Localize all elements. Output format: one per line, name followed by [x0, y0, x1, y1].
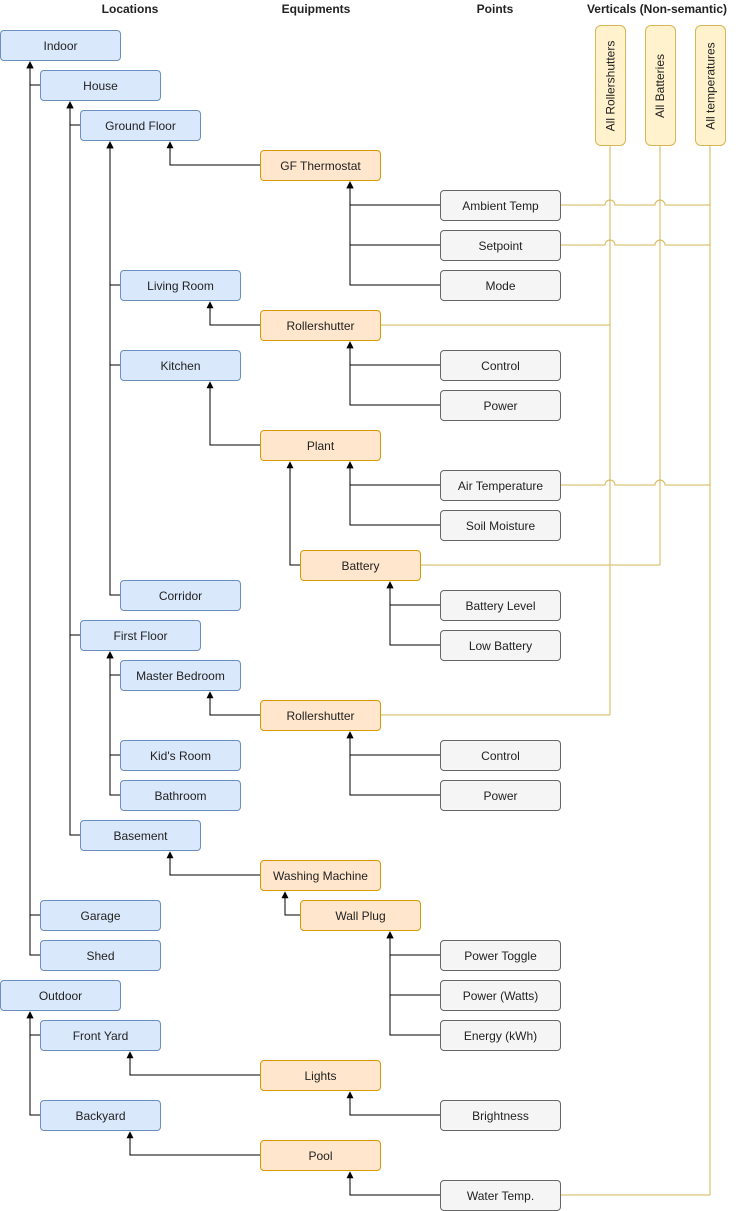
vertical-all-temperatures[interactable]: All temperatures — [695, 25, 726, 146]
hierarchy-links — [26, 61, 440, 1196]
link-ambient-temp-to-temperatures — [561, 199, 710, 206]
link-bathroom-firstfloor — [106, 651, 120, 796]
link-brightness-lights — [346, 1091, 440, 1116]
point-control-ff[interactable]: Control — [440, 740, 561, 771]
link-wallplug-washingmachine — [281, 891, 300, 916]
link-backyard-outdoor — [26, 1011, 40, 1116]
location-shed[interactable]: Shed — [40, 940, 161, 971]
point-water-temp[interactable]: Water Temp. — [440, 1180, 561, 1211]
link-garage-indoor — [26, 61, 40, 916]
point-power-ff[interactable]: Power — [440, 780, 561, 811]
link-control-rollershutter-gf — [346, 341, 440, 366]
link-lights-frontyard — [126, 1051, 260, 1076]
vertical-all-batteries[interactable]: All Batteries — [645, 25, 676, 146]
location-garage[interactable]: Garage — [40, 900, 161, 931]
header-locations: Locations — [101, 2, 159, 16]
vertical-all-rollershutters[interactable]: All Rollershutters — [595, 25, 626, 146]
location-corridor[interactable]: Corridor — [120, 580, 241, 611]
location-ground-floor[interactable]: Ground Floor — [80, 110, 201, 141]
link-masterbedroom-firstfloor — [106, 651, 120, 676]
location-front-yard[interactable]: Front Yard — [40, 1020, 161, 1051]
header-equipments: Equipments — [281, 2, 351, 16]
location-backyard[interactable]: Backyard — [40, 1100, 161, 1131]
location-bathroom[interactable]: Bathroom — [120, 780, 241, 811]
point-power-gf[interactable]: Power — [440, 390, 561, 421]
link-ambienttemp-thermostat — [346, 181, 440, 206]
link-plant-kitchen — [206, 381, 260, 446]
link-shed-indoor — [26, 61, 40, 956]
location-basement[interactable]: Basement — [80, 820, 201, 851]
link-soilmoisture-plant — [346, 461, 440, 526]
link-power-rollershutter-gf — [346, 341, 440, 406]
equipment-gf-thermostat[interactable]: GF Thermostat — [260, 150, 381, 181]
equipment-battery[interactable]: Battery — [300, 550, 421, 581]
link-thermostat-groundfloor — [166, 141, 260, 166]
location-first-floor[interactable]: First Floor — [80, 620, 201, 651]
link-house-indoor — [26, 61, 40, 86]
point-low-battery[interactable]: Low Battery — [440, 630, 561, 661]
location-kids-room[interactable]: Kid's Room — [120, 740, 241, 771]
location-living-room[interactable]: Living Room — [120, 270, 241, 301]
point-brightness[interactable]: Brightness — [440, 1100, 561, 1131]
link-power-rollershutter-ff — [346, 731, 440, 796]
location-master-bedroom[interactable]: Master Bedroom — [120, 660, 241, 691]
point-battery-level[interactable]: Battery Level — [440, 590, 561, 621]
point-soil-moisture[interactable]: Soil Moisture — [440, 510, 561, 541]
vertical-all-rollershutters-label: All Rollershutters — [603, 40, 618, 131]
equipment-lights[interactable]: Lights — [260, 1060, 381, 1091]
link-setpoint-thermostat — [346, 181, 440, 246]
equipment-washing-machine[interactable]: Washing Machine — [260, 860, 381, 891]
point-control-gf[interactable]: Control — [440, 350, 561, 381]
link-washingmachine-basement — [166, 851, 260, 876]
location-house[interactable]: House — [40, 70, 161, 101]
link-firstfloor-house — [66, 101, 80, 636]
link-mode-thermostat — [346, 181, 440, 286]
equipment-rollershutter-gf[interactable]: Rollershutter — [260, 310, 381, 341]
link-control-rollershutter-ff — [346, 731, 440, 756]
link-kitchen-groundfloor — [106, 141, 120, 366]
link-corridor-groundfloor — [106, 141, 120, 596]
link-pool-backyard — [126, 1131, 260, 1156]
point-power-watts[interactable]: Power (Watts) — [440, 980, 561, 1011]
link-kidsroom-firstfloor — [106, 651, 120, 756]
link-basement-house — [66, 101, 80, 836]
point-air-temperature[interactable]: Air Temperature — [440, 470, 561, 501]
point-ambient-temp[interactable]: Ambient Temp — [440, 190, 561, 221]
link-lowbattery-battery — [386, 581, 440, 646]
link-battery-plant — [286, 461, 300, 566]
equipment-plant[interactable]: Plant — [260, 430, 381, 461]
link-powerwatts-wallplug — [386, 931, 440, 996]
vertical-links — [381, 145, 711, 1196]
point-setpoint[interactable]: Setpoint — [440, 230, 561, 261]
link-batterylevel-battery — [386, 581, 440, 606]
point-energy-kwh[interactable]: Energy (kWh) — [440, 1020, 561, 1051]
header-verticals: Verticals (Non-semantic) — [586, 2, 728, 16]
link-rollershutter-livingroom — [206, 301, 260, 326]
link-powertoggle-wallplug — [386, 931, 440, 956]
link-livingroom-groundfloor — [106, 141, 120, 286]
location-kitchen[interactable]: Kitchen — [120, 350, 241, 381]
equipment-wall-plug[interactable]: Wall Plug — [300, 900, 421, 931]
vertical-all-batteries-label: All Batteries — [653, 53, 668, 118]
link-rollershutter-masterbedroom — [206, 691, 260, 716]
point-mode[interactable]: Mode — [440, 270, 561, 301]
link-energy-wallplug — [386, 931, 440, 1036]
vertical-all-temperatures-label: All temperatures — [703, 41, 718, 130]
link-frontyard-outdoor — [26, 1011, 40, 1036]
equipment-pool[interactable]: Pool — [260, 1140, 381, 1171]
equipment-rollershutter-ff[interactable]: Rollershutter — [260, 700, 381, 731]
link-watertemp-pool — [346, 1171, 440, 1196]
link-airtemp-plant — [346, 461, 440, 486]
header-points: Points — [476, 2, 514, 16]
point-power-toggle[interactable]: Power Toggle — [440, 940, 561, 971]
link-air-temperature-to-temperatures — [561, 479, 710, 486]
link-setpoint-to-temperatures — [561, 239, 710, 246]
location-outdoor[interactable]: Outdoor — [0, 980, 121, 1011]
link-groundfloor-house — [66, 101, 80, 126]
location-indoor[interactable]: Indoor — [0, 30, 121, 61]
